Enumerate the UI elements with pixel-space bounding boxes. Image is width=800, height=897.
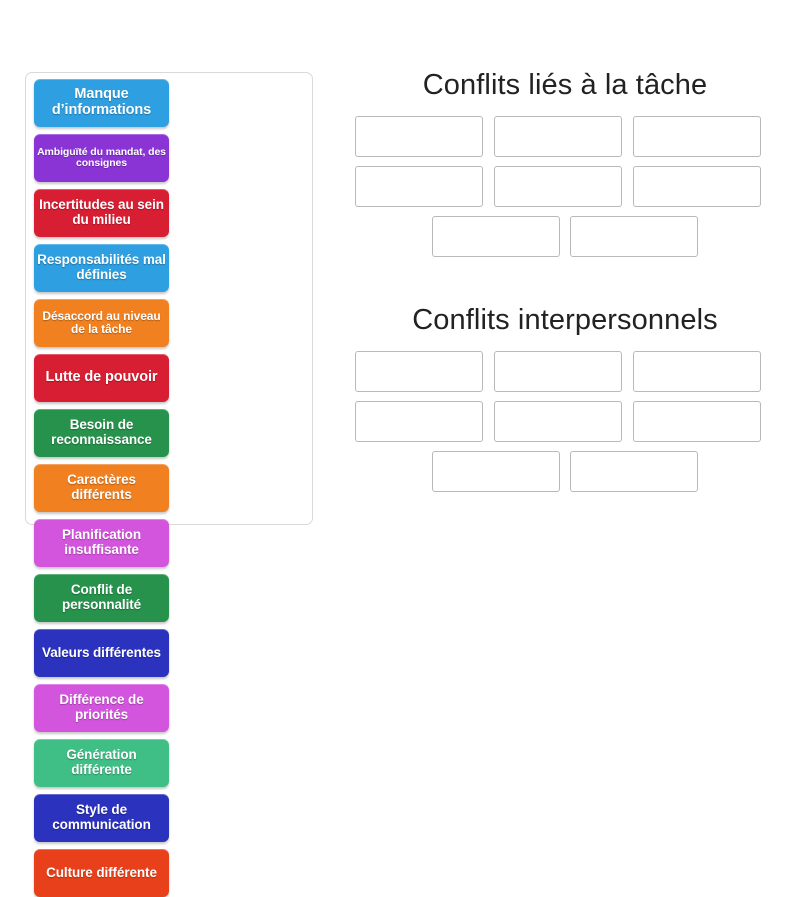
- dropzone-slot[interactable]: [633, 115, 761, 157]
- dropzone-row: [355, 215, 775, 257]
- dropzone-slot[interactable]: [570, 450, 698, 492]
- dropzone-slot[interactable]: [633, 400, 761, 442]
- dropzone-row: [355, 165, 775, 207]
- dropzone-row: [355, 400, 775, 442]
- dropzone-slot[interactable]: [633, 350, 761, 392]
- tile-ambiguite-mandat[interactable]: Ambiguïté du mandat, des consignes: [34, 134, 169, 182]
- dropzone-row: [355, 350, 775, 392]
- tile-conflit-personnalite[interactable]: Conflit de personnalité: [34, 574, 169, 622]
- category-title: Conflits interpersonnels: [412, 304, 718, 336]
- dropzone-slot[interactable]: [494, 115, 622, 157]
- category-title: Conflits liés à la tâche: [422, 69, 708, 101]
- dropzone-row: [355, 450, 775, 492]
- dropzone-slot[interactable]: [432, 450, 560, 492]
- category-conflits-lies-tache: Conflits liés à la tâche: [355, 69, 775, 266]
- tile-label: Différence de priorités: [59, 692, 144, 722]
- tile-label: Responsabilités mal définies: [37, 252, 166, 282]
- dropzone-slot[interactable]: [494, 350, 622, 392]
- dropzone-slot[interactable]: [355, 115, 483, 157]
- tile-lutte-pouvoir[interactable]: Lutte de pouvoir: [34, 354, 169, 402]
- tile-incertitudes-milieu[interactable]: Incertitudes au sein du milieu: [34, 189, 169, 237]
- tile-label: Désaccord au niveau de la tâche: [42, 309, 161, 336]
- dropzone-group: [355, 350, 775, 492]
- tile-label: Conflit de personnalité: [61, 582, 142, 612]
- tile-manque-informations[interactable]: Manque d’informations: [34, 79, 169, 127]
- tile-label: Style de communication: [52, 802, 151, 832]
- dropzone-slot[interactable]: [355, 350, 483, 392]
- tile-valeurs-differentes[interactable]: Valeurs différentes: [34, 629, 169, 677]
- tile-label: Valeurs différentes: [42, 644, 161, 660]
- dropzone-slot[interactable]: [432, 215, 560, 257]
- tile-label: Lutte de pouvoir: [45, 369, 158, 386]
- tile-label: Incertitudes au sein du milieu: [39, 197, 164, 227]
- dropzone-row: [355, 115, 775, 157]
- tile-caracteres-differents[interactable]: Caractères différents: [34, 464, 169, 512]
- tile-label: Caractères différents: [67, 472, 136, 502]
- tile-besoin-reconnaissance[interactable]: Besoin de reconnaissance: [34, 409, 169, 457]
- tile-label: Ambiguïté du mandat, des consignes: [37, 145, 166, 169]
- dropzone-slot[interactable]: [494, 400, 622, 442]
- tile-label: Culture différente: [46, 864, 157, 880]
- tile-style-communication[interactable]: Style de communication: [34, 794, 169, 842]
- tile-label: Manque d’informations: [51, 86, 152, 118]
- tile-culture-differente[interactable]: Culture différente: [34, 849, 169, 897]
- tile-label: Génération différente: [66, 747, 137, 777]
- tile-label: Planification insuffisante: [62, 527, 141, 557]
- tile-planification-insuffisante[interactable]: Planification insuffisante: [34, 519, 169, 567]
- category-conflits-interpersonnels: Conflits interpersonnels: [355, 304, 775, 501]
- tile-label: Besoin de reconnaissance: [51, 417, 152, 447]
- tile-responsabilites-mal-definies[interactable]: Responsabilités mal définies: [34, 244, 169, 292]
- dropzone-slot[interactable]: [633, 165, 761, 207]
- dropzone-slot[interactable]: [355, 165, 483, 207]
- tile-desaccord-tache[interactable]: Désaccord au niveau de la tâche: [34, 299, 169, 347]
- dropzone-slot[interactable]: [494, 165, 622, 207]
- tile-difference-priorites[interactable]: Différence de priorités: [34, 684, 169, 732]
- tile-generation-differente[interactable]: Génération différente: [34, 739, 169, 787]
- dropzone-slot[interactable]: [570, 215, 698, 257]
- dropzone-group: [355, 115, 775, 257]
- dropzone-slot[interactable]: [355, 400, 483, 442]
